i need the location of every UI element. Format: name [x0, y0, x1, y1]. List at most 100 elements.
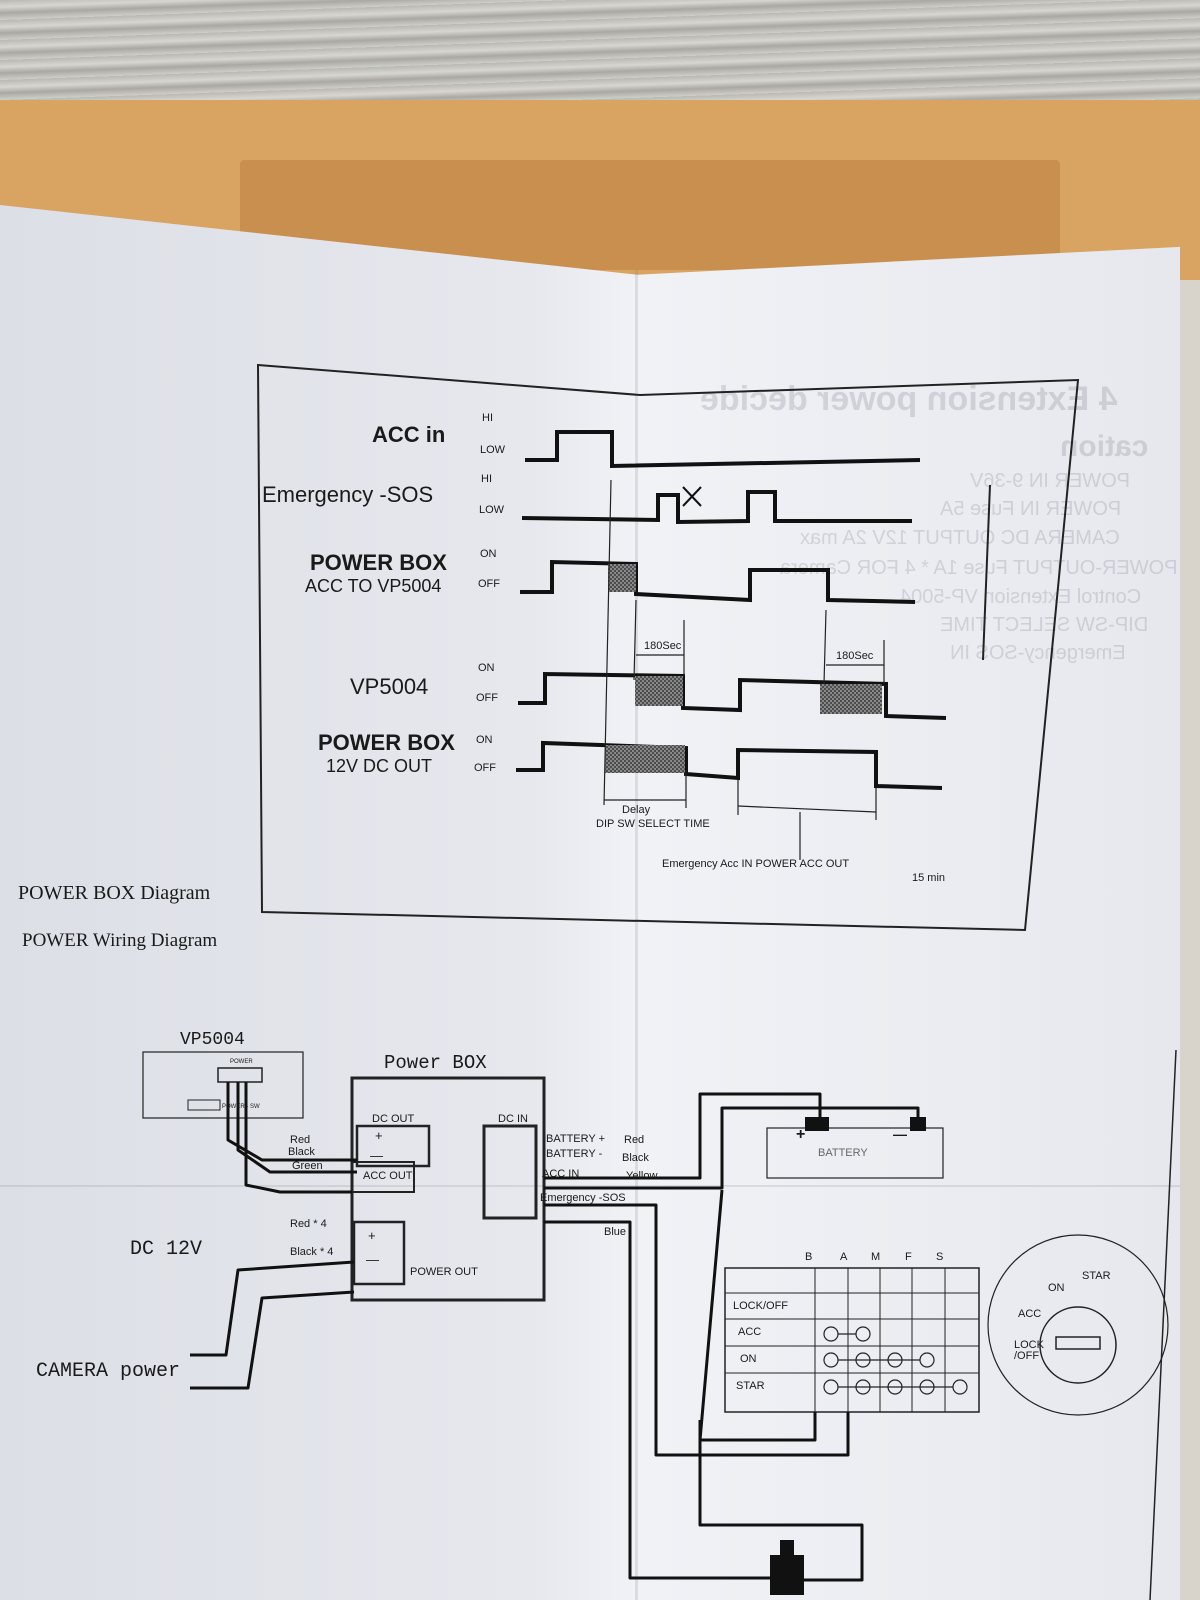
- level-off: OFF: [478, 578, 500, 590]
- waveform-acc-in: [525, 430, 921, 469]
- battery-minus-sign: —: [893, 1126, 907, 1142]
- ignition-acc: ACC: [1018, 1308, 1042, 1320]
- wire-vp-green: [244, 1082, 352, 1194]
- paper-fold-vertical: [635, 270, 638, 1600]
- level-on: ON: [480, 548, 497, 560]
- wire-ground: [698, 1420, 864, 1582]
- vp5004-label: VP5004: [180, 1030, 245, 1050]
- signal-label-power-box: POWER BOX: [310, 550, 447, 575]
- acc-out-label: ACC OUT: [363, 1170, 413, 1182]
- waveform-vp5004: [518, 671, 947, 720]
- wire-label-red4: Red * 4: [290, 1218, 327, 1230]
- level-hi: HI: [481, 473, 492, 485]
- ignition-lock-off: LOCK /OFF: [1014, 1339, 1044, 1362]
- cross-mark: [682, 486, 702, 507]
- vp-power-sw-label: POWER - SW: [222, 1104, 260, 1110]
- wire-battery-switch: [698, 1189, 817, 1442]
- paper-fold-horizontal: [0, 1185, 1180, 1187]
- battery-terminal-negative: [910, 1117, 926, 1131]
- wire-sos: [544, 1220, 770, 1580]
- power-box-title: Power BOX: [384, 1052, 487, 1074]
- wire-vp-black: [236, 1082, 357, 1174]
- level-low: LOW: [480, 444, 506, 456]
- sos-button-icon: [770, 1555, 804, 1595]
- switch-row-lock: LOCK/OFF: [733, 1300, 789, 1312]
- wire-acc-in: [544, 1203, 850, 1457]
- wire-battery-positive: [544, 1092, 822, 1180]
- wire-label-blue: Blue: [604, 1226, 627, 1238]
- dc-out-plus: +: [375, 1128, 383, 1143]
- power-out-minus: —: [366, 1252, 379, 1267]
- ignition-star: STAR: [1082, 1270, 1111, 1282]
- wire-red4: [190, 1260, 355, 1357]
- battery-label: BATTERY: [818, 1147, 868, 1159]
- caption-power-box-diagram: POWER BOX Diagram: [18, 882, 211, 904]
- switch-row-on: ON: [740, 1353, 757, 1365]
- switch-row-acc: ACC: [738, 1326, 762, 1338]
- level-off: OFF: [476, 692, 498, 704]
- emergency-sos-label: Emergency -SOS: [540, 1192, 626, 1204]
- timing-frame: [256, 363, 1080, 932]
- wire-label-red: Red: [624, 1134, 645, 1146]
- switch-col-f: F: [905, 1251, 912, 1263]
- wire-label-vp-black: Black: [288, 1146, 315, 1158]
- switch-col-b: B: [805, 1251, 813, 1263]
- battery-box: [766, 1127, 944, 1179]
- waveform-sos: [521, 490, 912, 525]
- delay-caption: Delay: [622, 804, 651, 816]
- vp5004-box: [142, 1051, 304, 1119]
- dc-in-label: DC IN: [498, 1113, 528, 1125]
- vp5004-connector: [217, 1067, 263, 1083]
- wire-label-black4: Black * 4: [290, 1246, 334, 1258]
- level-hi: HI: [482, 412, 493, 424]
- waveform-dc-out: [516, 740, 943, 790]
- signal-label-acc-in: ACC in: [372, 422, 446, 447]
- delay-caption: DIP SW SELECT TIME: [596, 818, 710, 830]
- delay-label: 180Sec: [836, 650, 874, 662]
- switch-col-s: S: [936, 1251, 944, 1263]
- waveform-acc-to-vp: [520, 559, 916, 604]
- power-out-plus: +: [368, 1228, 376, 1243]
- power-out-port: [352, 1220, 406, 1286]
- level-low: LOW: [479, 504, 505, 516]
- switch-row-star: STAR: [736, 1380, 765, 1392]
- level-off: OFF: [474, 762, 496, 774]
- ignition-switch: [987, 1234, 1169, 1416]
- switch-col-m: M: [871, 1251, 881, 1263]
- wire-label-vp-red: Red: [290, 1134, 311, 1146]
- dc-out-minus: —: [370, 1148, 383, 1163]
- battery-minus-label: BATTERY -: [546, 1148, 603, 1160]
- dc12v-label: DC 12V: [130, 1238, 203, 1261]
- wire-black4: [190, 1290, 355, 1390]
- level-on: ON: [478, 662, 495, 674]
- battery-plus-sign: +: [796, 1126, 806, 1143]
- switch-contacts: [823, 1326, 968, 1395]
- signal-sublabel: ACC TO VP5004: [305, 576, 442, 596]
- signal-sublabel: 12V DC OUT: [326, 756, 433, 776]
- delay-label: 180Sec: [644, 640, 682, 652]
- switch-col-a: A: [840, 1251, 848, 1263]
- manual-sheet: [0, 205, 1180, 1600]
- vp-power-label: POWER: [230, 1059, 253, 1065]
- footer-time: 15 min: [912, 872, 946, 884]
- wire-label-yellow: Yellow: [626, 1170, 658, 1182]
- signal-label-power-box-dc: POWER BOX: [318, 730, 455, 755]
- acc-out-port: [351, 1161, 415, 1193]
- signal-label-sos: Emergency -SOS: [262, 482, 434, 507]
- dc-in-port: [482, 1124, 538, 1220]
- switch-table: [724, 1267, 980, 1413]
- caption-wiring-diagram: POWER Wiring Diagram: [22, 930, 218, 951]
- wire-label-vp-green: Green: [292, 1160, 323, 1172]
- battery-terminal-positive: [805, 1117, 829, 1131]
- power-out-label: POWER OUT: [410, 1266, 478, 1278]
- level-on: ON: [476, 734, 493, 746]
- camera-power-label: CAMERA power: [36, 1360, 181, 1383]
- vp5004-switch: [187, 1099, 221, 1111]
- footer-note: Emergency Acc IN POWER ACC OUT: [662, 858, 850, 870]
- delay-block: [820, 684, 882, 714]
- delay-block: [635, 676, 683, 706]
- acc-in-label: ACC IN: [542, 1168, 580, 1180]
- signal-label-vp5004: VP5004: [350, 674, 429, 699]
- dc-out-port: [355, 1124, 431, 1168]
